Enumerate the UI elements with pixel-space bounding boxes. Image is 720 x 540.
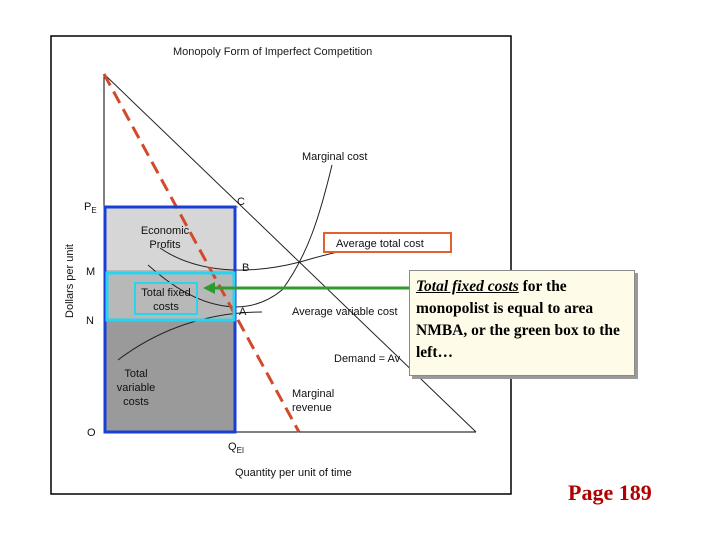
total-fixed-cost-label-box <box>134 282 198 315</box>
total-fixed-cost-area <box>105 270 235 320</box>
callout-text: for the monopolist is equal to area NMBA… <box>416 278 620 361</box>
marginal-revenue-label-1: Marginal <box>292 388 334 400</box>
economic-profit-area <box>105 207 235 270</box>
economic-profits-label-1: Economic <box>141 225 190 237</box>
figure-title: Monopoly Form of Imperfect Competition <box>173 46 372 58</box>
m-tick-label: M <box>86 266 95 278</box>
economic-profits-label-2: Profits <box>149 239 181 251</box>
n-tick-label: N <box>86 315 94 327</box>
demand-label: Demand = Av <box>334 353 401 365</box>
pe-tick-label: PE <box>84 201 97 215</box>
total-variable-costs-label-2: variable <box>117 382 156 394</box>
total-variable-cost-area <box>105 320 235 432</box>
qe-tick-label: QEI <box>228 441 244 455</box>
marginal-cost-curve <box>147 164 333 308</box>
o-tick-label: O <box>87 427 96 439</box>
callout-keyword: Total fixed costs <box>416 278 519 295</box>
y-axis-label: Dollars per unit <box>64 244 76 318</box>
marginal-cost-label: Marginal cost <box>302 151 367 163</box>
marginal-revenue-label-2: revenue <box>292 402 332 414</box>
x-axis-label: Quantity per unit of time <box>235 467 352 479</box>
average-variable-cost-label: Average variable cost <box>292 306 398 318</box>
point-c-label: C <box>237 196 245 208</box>
point-a-label: A <box>239 306 247 318</box>
callout-arrow-head <box>203 282 215 294</box>
average-total-cost-label: Average total cost <box>336 238 424 250</box>
page-number: Page 189 <box>568 480 652 505</box>
total-variable-costs-label-3: costs <box>123 396 149 408</box>
point-b-label: B <box>242 262 249 274</box>
total-fixed-cost-box <box>105 271 236 322</box>
total-fixed-costs-label-2: costs <box>153 301 179 313</box>
total-fixed-costs-label-1: Total fixed <box>141 287 191 299</box>
average-total-cost-label-box <box>323 232 452 253</box>
total-variable-costs-label-1: Total <box>124 368 147 380</box>
average-variable-cost-curve <box>117 311 263 361</box>
marginal-revenue-curve <box>102 73 301 433</box>
callout-note: Total fixed costs for the monopolist is … <box>409 270 635 376</box>
